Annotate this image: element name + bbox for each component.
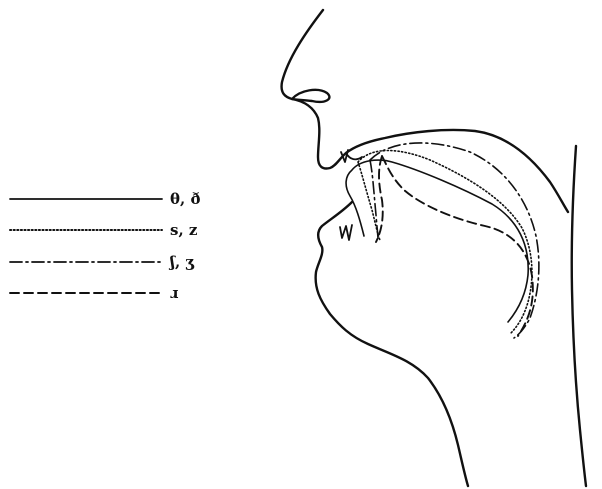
legend-label-solid: θ, ð — [170, 190, 200, 208]
head-outline — [282, 10, 586, 486]
nostril — [292, 90, 329, 102]
legend-label-dashed: ɹ — [170, 284, 179, 302]
tongue-profiles — [346, 143, 539, 338]
legend-item-dotted: s, z — [10, 221, 198, 239]
pharynx-wall — [572, 146, 586, 486]
jaw-profile — [316, 202, 468, 486]
legend-item-solid: θ, ð — [10, 190, 200, 208]
legend-label-dashdot: ʃ, ʒ — [168, 253, 194, 271]
lower-teeth — [340, 225, 352, 240]
legend-item-dashed: ɹ — [10, 284, 179, 302]
nose-profile — [282, 10, 568, 212]
legend-label-dotted: s, z — [170, 221, 198, 239]
legend-item-dashdot: ʃ, ʒ — [10, 253, 194, 271]
legend: θ, ð s, z ʃ, ʒ ɹ — [10, 190, 200, 302]
